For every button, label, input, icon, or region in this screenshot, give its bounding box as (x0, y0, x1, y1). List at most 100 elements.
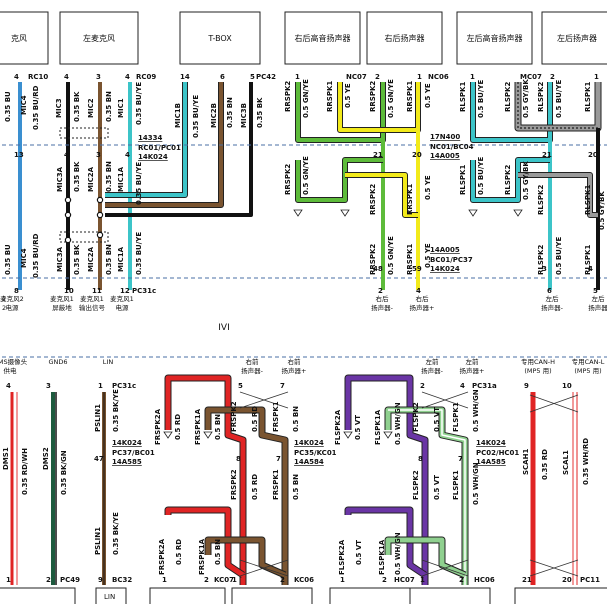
component-box-c1-label: 左麦克风 (83, 33, 115, 43)
connector-pc02: PC02/HC01 (476, 449, 519, 457)
wire-spec: 0.5 GN/YE (387, 79, 395, 118)
pin-number: 6 (220, 73, 225, 81)
pin-number: 2 (378, 287, 383, 295)
twist-mark (529, 394, 579, 413)
harness-code: 14K024 (430, 265, 460, 273)
wire-spec: 0.5 BU/YE (477, 80, 485, 118)
pin-number: 1 (295, 73, 300, 81)
wire-rrspk2-tweet (296, 82, 385, 142)
twist-mark (421, 391, 469, 409)
ground-icon (203, 431, 213, 439)
wire-spec: 0.5 BN (214, 539, 222, 565)
wire-spec: 0.5 RD (175, 539, 183, 565)
component-box-bottom-5 (409, 587, 491, 604)
connector-pc31a: PC31a (472, 382, 497, 390)
pin-number: 21 (542, 151, 552, 159)
pin-function-b2: 输出信号 (79, 303, 106, 312)
component-box-c6 (541, 11, 607, 65)
connector-pc31c-ivi: PC31c (112, 382, 136, 390)
pin-number: 6 (547, 287, 552, 295)
splice-point (96, 231, 104, 239)
wire-spec: 0.5 YE (424, 243, 432, 268)
wire-spec: 0.35 BK/YE (112, 512, 120, 555)
pin-number: 1 (420, 576, 425, 584)
pin-number: 21 (522, 576, 532, 584)
wire-name: FRSPK2A (154, 408, 162, 445)
wire-name: FRSPK1A (194, 408, 202, 445)
pin-number: 2 (420, 382, 425, 390)
twist-mark (529, 559, 579, 577)
splice-point (64, 211, 72, 219)
wire-name: RLSPK1 (584, 185, 592, 215)
pin-number: 5 (238, 382, 243, 390)
wire-name: RLSPK2 (537, 82, 545, 112)
component-box-bottom-4 (329, 587, 411, 604)
wire-spec: 0.5 WH/GN (472, 389, 480, 432)
pin-function-b7: 左后 (592, 294, 606, 303)
pin-number: 21 (373, 151, 383, 159)
pin-number: 47 (94, 455, 104, 463)
pin-number: 14 (180, 73, 190, 81)
pin-function-partial: 2 (2, 295, 6, 303)
wire-spec: 0.5 WH/GN (394, 402, 402, 445)
pin-number: 9 (98, 576, 103, 584)
pin-number: 7 (280, 382, 285, 390)
pin-function-partial: 2 (2, 304, 6, 312)
component-box-c6-label: 左后扬声器 (557, 33, 597, 43)
wire-flspk2-lower (345, 507, 427, 578)
pin-number: 10 (562, 382, 572, 390)
pin-function-b4: 右后 (376, 294, 390, 303)
wire-name: MIC1 (117, 98, 125, 118)
wire-name: FRSPK2 (230, 401, 238, 432)
pin-function-b3: 电源 (116, 303, 130, 312)
pin-number: 1 (232, 576, 237, 584)
ground-icon (293, 209, 303, 217)
pin-function-b4: 扬声器- (371, 303, 394, 312)
wire-name: FLSPK2 (412, 402, 420, 432)
pin-number: 12 (120, 287, 130, 295)
pin-number: 8 (418, 455, 423, 463)
wire-frspk2-lower (165, 507, 245, 578)
wire-name: FLSPK2A (334, 409, 342, 445)
harness-code: 14A585 (476, 458, 506, 466)
pin-number: 1 (417, 73, 422, 81)
ivi-pin-function-h8: (MP5 用) (574, 367, 601, 375)
harness-code: 14K024 (476, 439, 506, 447)
pin-number: 9 (524, 382, 529, 390)
harness-code: 14K024 (112, 439, 142, 447)
wire-spec: 0.5 BU/YE (555, 80, 563, 118)
wire-frspk1 (205, 407, 288, 585)
splice-point (96, 196, 104, 204)
wire-spec: 0.5 BN (292, 474, 300, 500)
connector-bc01: BC01/PC37 (430, 256, 473, 264)
wire-name: RRSPK1 (326, 81, 334, 112)
wire-name: FRSPK2A (158, 538, 166, 575)
pin-number: 1 (162, 576, 167, 584)
harness-code: 14A585 (112, 458, 142, 466)
connector-pc31c: PC31c (132, 287, 156, 295)
ivi-pin-function-h6: 左前 (466, 357, 480, 366)
wire-spec: 0.35 BK (73, 161, 81, 192)
component-box-bottom-6 (514, 587, 607, 604)
ivi-pin-function-h3: 右前 (246, 357, 260, 366)
component-box-bottom-1 (95, 587, 127, 604)
pin-function-b1: 麦克风1 (50, 294, 74, 303)
component-box-c5 (456, 11, 533, 65)
wire-name: RRSPK2 (284, 164, 292, 195)
pin-function-b5: 扬声器+ (410, 303, 435, 312)
wire-spec: 0.5 GN/YE (387, 236, 395, 275)
harness-code: 14A584 (294, 458, 324, 466)
ivi-pin-function-h2: LIN (103, 358, 114, 366)
component-box-c0 (0, 11, 49, 65)
pin-number: 3 (46, 382, 51, 390)
wire-spec: 0.35 BU (4, 244, 12, 275)
pin-number: 3 (542, 265, 547, 273)
wire-name: RLSPK2 (537, 245, 545, 275)
pin-number: 4 (125, 151, 130, 159)
wire-name: RLSPK2 (504, 165, 512, 195)
wire-name: RRSPK2 (369, 184, 377, 215)
wire-spec: 0.5 VT (355, 540, 363, 565)
wire-name: FRSPK1 (272, 401, 280, 432)
pin-number: 4 (64, 73, 69, 81)
wire-spec: 0.5 WH/GN (472, 462, 480, 505)
